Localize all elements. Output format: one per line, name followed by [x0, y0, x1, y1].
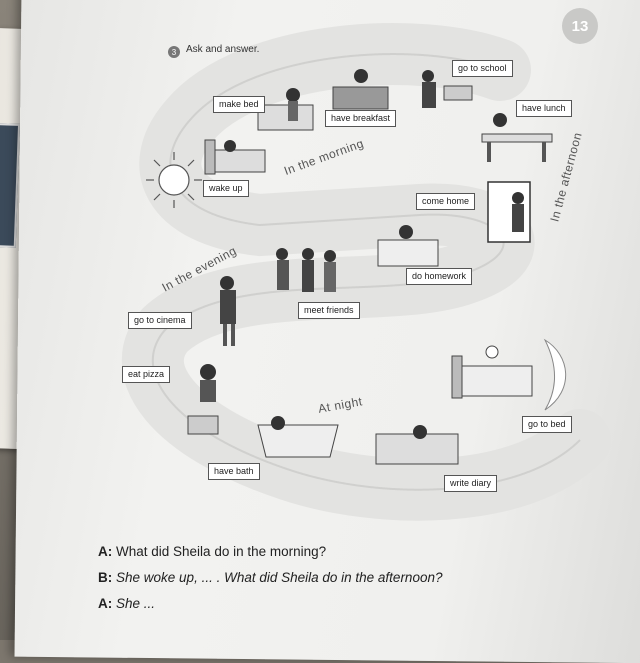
label-go-to-school: go to school [452, 60, 513, 77]
label-write-diary: write diary [444, 475, 498, 492]
meet-friends-scene [276, 248, 336, 292]
bed-make-bed-scene [257, 88, 314, 131]
label-eat-pizza: eat pizza [122, 366, 171, 383]
bed-wake-up-scene [204, 139, 266, 175]
label-do-homework: do homework [406, 268, 473, 285]
go-to-bed-scene [451, 345, 533, 399]
dialogue-text: What did Sheila do in the morning? [116, 544, 327, 559]
dialogue-speaker: A: [98, 544, 113, 559]
label-have-breakfast: have breakfast [325, 110, 397, 127]
cinema-girl-scene [220, 276, 236, 346]
moon-icon [543, 338, 567, 411]
homework-desk-scene [377, 225, 439, 267]
dialogue-line-1: A: What did Sheila do in the morning? [98, 544, 326, 559]
breakfast-table-scene [332, 69, 389, 110]
pizza-girl-scene [187, 364, 219, 435]
label-have-bath: have bath [208, 463, 260, 480]
go-to-school-scene [422, 70, 473, 108]
dialogue-line-2: B: She woke up, ... . What did Sheila do… [98, 570, 442, 585]
label-come-home: come home [416, 193, 476, 210]
label-meet-friends: meet friends [298, 302, 360, 319]
page-number-badge: 13 [562, 8, 598, 44]
label-go-to-bed: go to bed [522, 416, 572, 433]
task-number-icon: 3 [168, 46, 180, 58]
write-diary-bed-scene [375, 425, 459, 465]
dialogue-text: She woke up, ... . What did Sheila do in… [116, 570, 443, 585]
dialogue-text: She ... [116, 596, 156, 611]
label-make-bed: make bed [213, 96, 265, 113]
sun-icon [146, 152, 202, 208]
label-go-to-cinema: go to cinema [128, 312, 192, 329]
have-lunch-scene [481, 113, 553, 162]
dialogue-speaker: B: [98, 570, 113, 585]
task-instruction: Ask and answer. [186, 44, 260, 55]
label-have-lunch: have lunch [516, 100, 572, 117]
bathtub-scene [257, 416, 339, 458]
dialogue-speaker: A: [98, 596, 113, 611]
label-wake-up: wake up [203, 180, 249, 197]
come-home-door-scene [487, 181, 531, 243]
dialogue-line-3: A: She ... [98, 596, 155, 611]
